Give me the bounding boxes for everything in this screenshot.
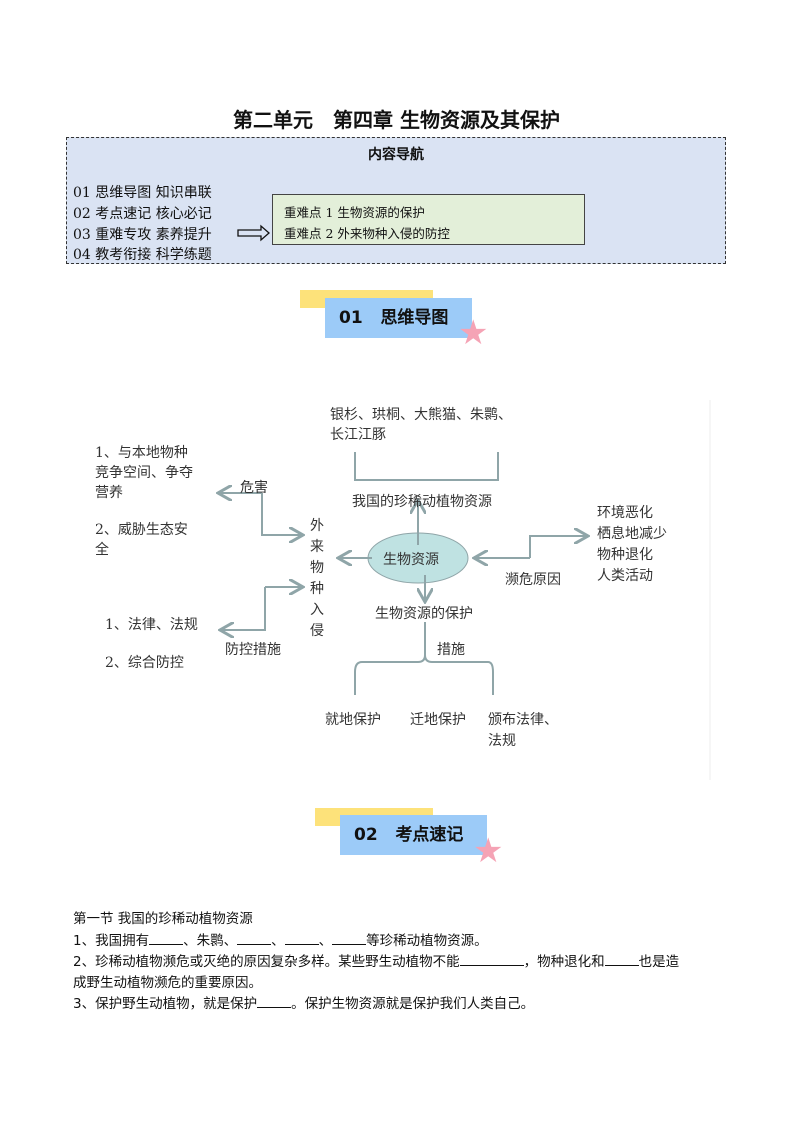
text: 成野生动植物濒危的重要原因。 xyxy=(73,975,262,991)
key-point: 重难点 1 生物资源的保护 xyxy=(284,205,425,220)
content-navigation: 内容导航 01 思维导图 知识串联 02 考点速记 核心必记 03 重难专攻 素… xyxy=(66,137,726,264)
text: 、 xyxy=(271,933,285,949)
control-item: 2、综合防控 xyxy=(105,655,184,671)
harm-label: 危害 xyxy=(240,480,268,496)
section-header-01: 01 思维导图 xyxy=(325,298,472,338)
section-label: 考点速记 xyxy=(395,825,464,845)
text: 、朱鹮、 xyxy=(183,933,238,949)
star-icon: ★ xyxy=(458,313,489,353)
control-item: 1、法律、法规 xyxy=(105,617,198,633)
page-title: 第二单元 第四章 生物资源及其保护 xyxy=(233,108,560,132)
cause: 环境恶化 xyxy=(597,505,653,521)
text: 3、保护野生动植物，就是保护 xyxy=(73,996,258,1012)
text: 等珍稀动植物资源。 xyxy=(366,933,488,949)
cause: 栖息地减少 xyxy=(597,526,667,542)
measure: 就地保护 xyxy=(325,712,381,728)
nav-title: 内容导航 xyxy=(368,147,424,163)
text: 也是造 xyxy=(638,954,680,970)
nav-item: 01 思维导图 知识串联 xyxy=(73,185,212,201)
harm-text: 2、威胁生态安 xyxy=(95,522,188,538)
key-point: 重难点 2 外来物种入侵的防控 xyxy=(284,226,450,241)
cause: 人类活动 xyxy=(597,568,653,584)
cause: 物种退化 xyxy=(597,547,653,563)
harm-text: 竞争空间、争夺 xyxy=(95,465,193,481)
measure: 法规 xyxy=(488,733,516,749)
blank[interactable] xyxy=(149,931,184,945)
notes-heading: 第一节 我国的珍稀动植物资源 xyxy=(73,911,253,927)
text: ，物种退化和 xyxy=(523,954,605,970)
rare-title: 我国的珍稀动植物资源 xyxy=(352,494,492,510)
star-icon: ★ xyxy=(473,831,504,871)
harm-text: 全 xyxy=(95,542,109,558)
blank[interactable] xyxy=(332,931,367,945)
fill-blank-2: 2、珍稀动植物濒危或灭绝的原因复杂多样。某些野生动植物不能 ，物种退化和 也是造 xyxy=(73,950,679,970)
measure: 迁地保护 xyxy=(410,712,466,728)
blank[interactable] xyxy=(237,931,272,945)
cause-label: 濒危原因 xyxy=(505,572,561,588)
nav-item: 04 教考衔接 科学练题 xyxy=(73,247,212,263)
rare-species: 银杉、珙桐、大熊猫、朱鹮、 xyxy=(330,407,512,423)
blank[interactable] xyxy=(284,931,319,945)
fill-blank-1: 1、我国拥有 、朱鹮、 、 、 等珍稀动植物资源。 xyxy=(73,929,488,949)
nav-item: 02 考点速记 核心必记 xyxy=(73,206,212,222)
invasion-char: 入 xyxy=(310,602,324,618)
invasion-char: 来 xyxy=(310,539,324,555)
control-label: 防控措施 xyxy=(225,642,281,658)
section-number: 02 xyxy=(354,825,378,845)
arrow-right-icon xyxy=(237,224,270,242)
text: 2、珍稀动植物濒危或灭绝的原因复杂多样。某些野生动植物不能 xyxy=(73,954,460,970)
mindmap-connectors xyxy=(0,400,711,780)
harm-text: 1、与本地物种 xyxy=(95,445,188,461)
section-number: 01 xyxy=(339,308,363,328)
center-node: 生物资源 xyxy=(383,552,439,568)
text: 。保护生物资源就是保护我们人类自己。 xyxy=(291,996,535,1012)
nav-item: 03 重难专攻 素养提升 xyxy=(73,227,212,243)
section-header-02: 02 考点速记 xyxy=(340,815,487,855)
rare-species: 长江江豚 xyxy=(330,427,386,443)
harm-text: 营养 xyxy=(95,485,123,501)
section-label: 思维导图 xyxy=(380,308,449,328)
invasion-char: 侵 xyxy=(310,623,324,639)
measure-label: 措施 xyxy=(437,642,465,658)
measure: 颁布法律、 xyxy=(488,712,558,728)
blank[interactable] xyxy=(459,952,524,966)
blank[interactable] xyxy=(257,994,292,1008)
fill-blank-3: 3、保护野生动植物，就是保护 。保护生物资源就是保护我们人类自己。 xyxy=(73,992,534,1012)
key-points-box: 重难点 1 生物资源的保护 重难点 2 外来物种入侵的防控 xyxy=(272,194,585,245)
text: 1、我国拥有 xyxy=(73,933,150,949)
blank[interactable] xyxy=(604,952,639,966)
protect-title: 生物资源的保护 xyxy=(375,606,473,622)
invasion-char: 物 xyxy=(310,560,324,576)
invasion-char: 外 xyxy=(310,518,324,534)
text: 、 xyxy=(318,933,333,949)
invasion-char: 种 xyxy=(310,581,324,597)
